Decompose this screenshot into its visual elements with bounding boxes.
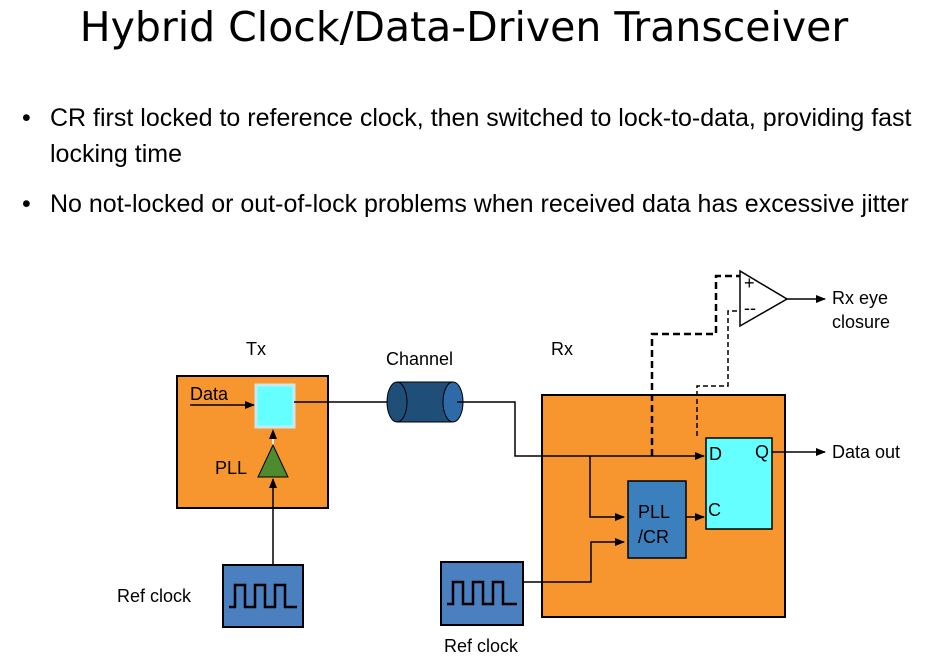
dff-block	[705, 437, 773, 530]
bullet-marker: •	[22, 190, 31, 218]
pllcr-label-line2: /CR	[638, 527, 669, 547]
comparator-minus: --	[744, 298, 756, 318]
pllcr-block	[627, 480, 687, 559]
dashed-clock-monitor-path	[696, 310, 740, 436]
pllcr-label-line1: PLL	[638, 502, 670, 522]
bullet-text: No not-locked or out-of-lock problems wh…	[50, 190, 909, 218]
tx-data-register	[254, 383, 296, 429]
comparator-triangle	[739, 269, 789, 328]
tx-clock-waveform	[229, 583, 297, 609]
tx-refclock-label: Ref clock	[117, 586, 192, 606]
eye-closure-label-line1: Rx eye	[832, 288, 888, 308]
eye-closure-label-line2: closure	[832, 312, 890, 332]
tx-pll-triangle	[257, 443, 289, 478]
tx-refclock-block	[222, 564, 304, 628]
tx-data-label: Data	[190, 384, 229, 404]
comparator-plus: +	[744, 273, 755, 293]
channel-cylinder	[386, 381, 464, 423]
bullet-text: CR first locked to reference clock, then…	[50, 104, 912, 168]
tx-label: Tx	[246, 339, 266, 359]
rx-refclock-label: Ref clock	[444, 636, 519, 656]
slide-title: Hybrid Clock/Data-Driven Transceiver	[79, 3, 849, 51]
dff-q-label: Q	[755, 442, 769, 462]
channel-label: Channel	[386, 349, 453, 369]
bullet-item: • No not-locked or out-of-lock problems …	[18, 186, 918, 222]
rx-label: Rx	[551, 339, 573, 359]
dff-d-label: D	[709, 444, 722, 464]
channel-to-dff-wire	[457, 401, 705, 460]
rx-clock-waveform	[447, 580, 517, 606]
dff-c-label: C	[708, 500, 721, 520]
bullet-item: • CR first locked to reference clock, th…	[18, 100, 918, 172]
data-to-pllcr-wire	[589, 456, 625, 521]
rx-refclock-wire	[523, 538, 625, 583]
tx-block	[176, 375, 329, 509]
dashed-data-monitor-path	[650, 274, 740, 456]
bullet-list: • CR first locked to reference clock, th…	[18, 100, 918, 236]
tx-pll-label: PLL	[215, 458, 247, 478]
bullet-marker: •	[22, 104, 31, 132]
data-out-label: Data out	[832, 442, 900, 462]
